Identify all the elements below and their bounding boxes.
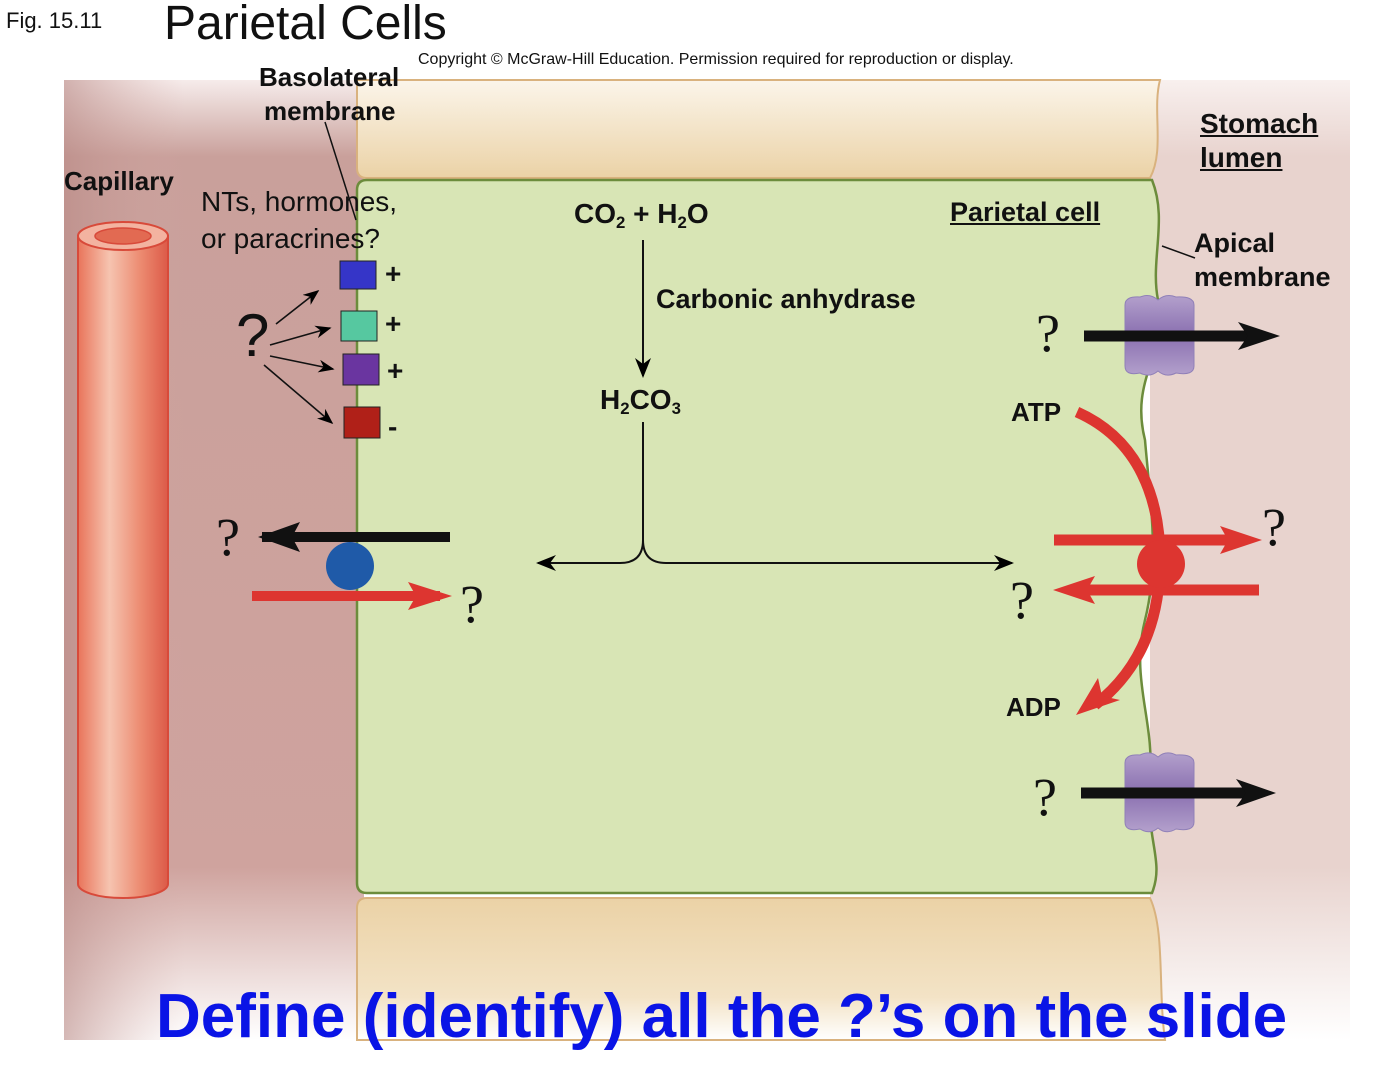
reactants-formula: CO2 + H2O xyxy=(574,198,709,233)
stomach-lumen-label-line1: Stomach xyxy=(1200,108,1319,139)
receptor-3-sign: + xyxy=(387,355,404,386)
proton-pump xyxy=(1053,406,1262,715)
basolateral-pointer xyxy=(324,121,357,221)
capillary-label: Capillary xyxy=(64,166,174,196)
copyright-notice: Copyright © McGraw-Hill Education. Permi… xyxy=(418,51,1014,68)
atp-label: ATP xyxy=(1011,397,1062,427)
receptor-1 xyxy=(339,260,377,290)
question-prompt: Define (identify) all the ?’s on the sli… xyxy=(156,982,1288,1051)
receptor-2-sign: + xyxy=(385,308,402,339)
receptor-3 xyxy=(342,353,380,386)
channel-top-question: ? xyxy=(1036,303,1060,363)
pump-out-question: ? xyxy=(1262,497,1286,557)
exchanger-out-question: ? xyxy=(216,507,240,567)
signals-label-line2: or paracrines? xyxy=(201,223,380,254)
page-title: Parietal Cells xyxy=(164,0,447,50)
receptor-2 xyxy=(340,310,378,342)
product-formula: H2CO3 xyxy=(600,384,681,419)
apical-label-line2: membrane xyxy=(1194,262,1331,292)
branch-arrow-right xyxy=(642,539,1014,571)
figure-number: Fig. 15.11 xyxy=(6,8,103,33)
apical-pointer xyxy=(1161,245,1196,259)
signals-label-line1: NTs, hormones, xyxy=(201,186,398,217)
adp-label: ADP xyxy=(1006,692,1061,722)
capillary-vessel xyxy=(77,221,169,899)
receptor-4 xyxy=(343,406,381,439)
pump-in-question: ? xyxy=(1010,570,1034,630)
neighbor-cell-bottom xyxy=(356,897,1167,1041)
receptor-4-sign: - xyxy=(388,411,398,442)
signal-source-question: ? xyxy=(236,302,270,369)
parietal-cell-label: Parietal cell xyxy=(950,197,1101,227)
receptor-1-sign: + xyxy=(385,258,402,289)
exchanger-in-question: ? xyxy=(460,574,484,634)
basolateral-label-line2: membrane xyxy=(264,96,396,126)
exchanger-protein xyxy=(326,542,374,590)
signal-arrows xyxy=(263,290,335,425)
stomach-lumen-label-line2: lumen xyxy=(1200,142,1283,173)
enzyme-label: Carbonic anhydrase xyxy=(656,284,916,314)
neighbor-cell-top xyxy=(356,79,1162,179)
basolateral-label-line1: Basolateral xyxy=(259,62,400,92)
channel-bottom-question: ? xyxy=(1033,767,1057,827)
apical-label-line1: Apical xyxy=(1194,228,1276,258)
